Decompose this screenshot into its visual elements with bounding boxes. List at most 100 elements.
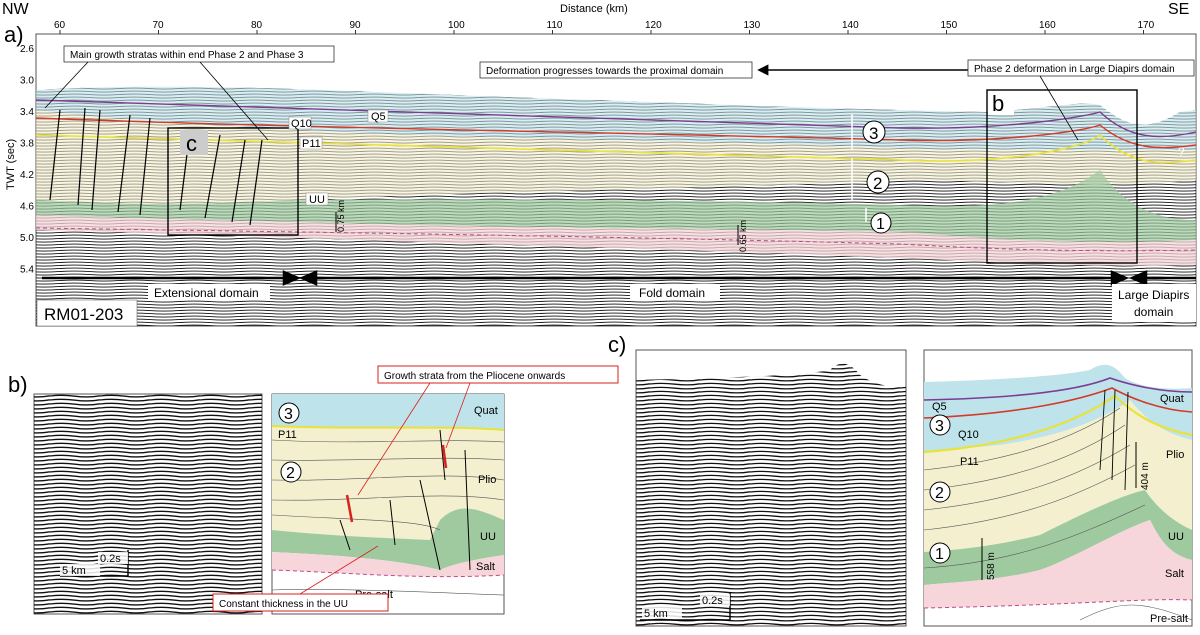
thickness-558-label: 558 m (986, 552, 997, 580)
phase-3-label-b: 3 (284, 406, 293, 423)
domain-diapir-bg (1112, 284, 1196, 322)
horizon-uu-label-a: UU (309, 194, 325, 206)
panel-c-letter: c) (608, 332, 626, 357)
uu-label-c: UU (1168, 531, 1184, 543)
y-tick-label: 5.0 (20, 233, 34, 244)
line-id: RM01-203 (44, 305, 123, 324)
panel-c-svg: c) 5 km 0.2s (608, 332, 1193, 627)
thickness-075-label: 0.75 km (336, 200, 346, 232)
phase-2-label-b: 2 (286, 465, 295, 482)
domain-fold-bg (630, 284, 720, 300)
box-c-label: c (186, 131, 197, 156)
domain-ext-bg (148, 284, 270, 300)
thickness-404-label: 404 m (1140, 462, 1151, 490)
callout-growth-b-box (377, 365, 619, 384)
domain-diapir-label-1: Large Diapirs (1118, 288, 1189, 302)
red-arrow-b2 (441, 444, 448, 469)
callout-phase2-text: Phase 2 deformation in Large Diapirs dom… (974, 64, 1175, 75)
x-tick-label: 80 (251, 20, 263, 31)
unit-uu-a (36, 170, 1196, 243)
phase-1-circle-c (929, 542, 951, 564)
horizon-q5-line-a (35, 99, 1197, 138)
phase-3-label-c: 3 (935, 418, 944, 435)
quat-label-b: Quat (474, 405, 498, 417)
x-tick-label: 130 (744, 20, 761, 31)
x-tick-label: 60 (54, 20, 66, 31)
horizon-uu-line-a (35, 227, 1197, 252)
box-c (167, 127, 299, 236)
y-tick-label: 4.2 (20, 170, 34, 181)
scale-s-b: 0.2s (100, 553, 121, 565)
panel-b: b) 5 km 0.2s (0, 330, 620, 630)
panel-a: c b Q10 Q5 P11 UU 0.75 km 0.65 km 3 2 1 … (2, 1, 1197, 327)
phase-arrows-a (851, 114, 867, 222)
horizon-p11-label-a: P11 (302, 138, 321, 150)
y-tick-label: 3.0 (20, 76, 34, 87)
phase-3-label-a: 3 (869, 124, 878, 143)
phase-3-circle-c (929, 414, 951, 436)
phase-1-circle-a (870, 212, 892, 234)
domain-diapir-label-2: domain (1134, 305, 1173, 319)
x-tick-label: 90 (350, 20, 362, 31)
panel-b-svg: b) 5 km 0.2s (8, 365, 619, 615)
phase-3-circle-b (278, 402, 300, 424)
scale-km-c: 5 km (644, 608, 668, 620)
phase-1-label-a: 1 (876, 216, 885, 233)
callout-deformation-text: Deformation progresses towards the proxi… (486, 66, 723, 77)
y-tick-label: 3.4 (20, 107, 34, 118)
box-b-label: b (992, 91, 1004, 116)
salt-label-c: Salt (1165, 568, 1184, 580)
x-axis-title-a: Distance (km) (560, 3, 628, 15)
horizon-p11-line-a (35, 133, 1197, 164)
phase-2-label-c: 2 (935, 485, 944, 502)
q5-label-c: Q5 (932, 401, 947, 413)
q10-label-c: Q10 (958, 429, 979, 441)
y-tick-label: 2.6 (20, 44, 34, 55)
presalt-label-c: Pre-salt (1150, 613, 1188, 625)
scale-s-c: 0.2s (702, 595, 723, 607)
unit-salt-a (36, 215, 1196, 266)
p11-label-b: P11 (278, 429, 297, 441)
y-axis-title-a: TWT (sec) (5, 139, 17, 190)
panel-b-letter: b) (8, 372, 28, 397)
domain-fold-label: Fold domain (639, 286, 705, 300)
box-b-label-bg (988, 91, 1014, 115)
question-mark: ? (1178, 145, 1185, 159)
x-tick-label: 170 (1138, 20, 1155, 31)
callout-growth-b-text: Growth strata from the Pliocene onwards (384, 371, 565, 382)
unit-plio-a (36, 110, 1196, 204)
thickness-065-label: 0.65 km (738, 220, 748, 252)
x-tick-label: 110 (547, 20, 563, 31)
callout-deformation-box (479, 61, 753, 79)
horizon-q10-label-a: Q10 (291, 118, 312, 130)
y-ticks-a: 2.63.03.43.84.24.65.05.4 (20, 44, 34, 276)
y-tick-label: 3.8 (20, 139, 34, 150)
faults-b (339, 429, 471, 571)
x-tick-label: 160 (1039, 20, 1056, 31)
quat-label-c: Quat (1160, 393, 1184, 405)
domain-arrows (42, 270, 1196, 286)
panel-a-svg: c b Q10 Q5 P11 UU 0.75 km 0.65 km 3 2 1 … (2, 1, 1197, 327)
nw-label: NW (2, 1, 30, 18)
faults-c (1099, 389, 1129, 491)
x-tick-label: 120 (645, 20, 662, 31)
line-id-bg (36, 299, 138, 327)
callout-constant-text: Constant thickness in the UU (219, 599, 348, 610)
x-tick-label: 70 (153, 20, 165, 31)
plio-label-c: Plio (1166, 449, 1184, 461)
callout-growth-text: Main growth stratas within end Phase 2 a… (70, 50, 304, 61)
callout-growth-box (63, 45, 335, 63)
horizon-q5-label-a: Q5 (371, 111, 386, 123)
x-tick-label: 140 (842, 20, 859, 31)
scale-km-b: 5 km (62, 565, 86, 577)
phase-2-circle-a (866, 170, 890, 194)
phase-1-label-c: 1 (935, 546, 944, 563)
panel-c: c) 5 km 0.2s (600, 330, 1200, 630)
phase-2-label-a: 2 (873, 174, 882, 193)
se-label: SE (1168, 1, 1189, 18)
phase-3-circle-a (862, 120, 886, 144)
panel-a-letter: a) (4, 22, 24, 47)
p11-label-c: P11 (960, 456, 979, 468)
callout-phase2-box (967, 59, 1195, 77)
